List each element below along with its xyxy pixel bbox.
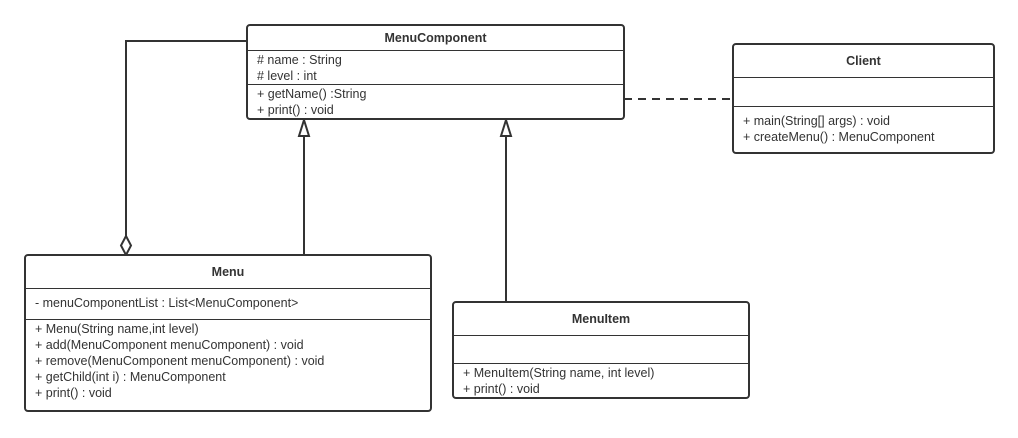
- methods-section: + MenuItem(String name, int level) + pri…: [454, 363, 748, 397]
- menu-generalization-arrow: [297, 116, 311, 137]
- class-name: Menu: [26, 256, 430, 289]
- attributes-section: [454, 336, 748, 363]
- attribute: - menuComponentList : List<MenuComponent…: [35, 296, 299, 310]
- class-name: Client: [734, 45, 993, 78]
- method: + createMenu() : MenuComponent: [743, 130, 935, 144]
- attribute: # level : int: [257, 69, 317, 83]
- methods-section: + getName() :String + print() : void: [248, 84, 623, 118]
- aggregation-line: [125, 40, 247, 236]
- method: + print() : void: [257, 103, 334, 117]
- aggregation-diamond: [119, 233, 133, 258]
- attributes-section: - menuComponentList : List<MenuComponent…: [26, 289, 430, 319]
- method: + add(MenuComponent menuComponent) : voi…: [35, 338, 304, 352]
- attributes-section: [734, 78, 993, 106]
- class-menu[interactable]: Menu - menuComponentList : List<MenuComp…: [24, 254, 432, 412]
- method: + print() : void: [35, 386, 112, 400]
- attribute: # name : String: [257, 53, 342, 67]
- method: + getChild(int i) : MenuComponent: [35, 370, 226, 384]
- class-menu-component[interactable]: MenuComponent # name : String # level : …: [246, 24, 625, 120]
- method: + remove(MenuComponent menuComponent) : …: [35, 354, 325, 368]
- method: + Menu(String name,int level): [35, 322, 199, 336]
- methods-section: + Menu(String name,int level) + add(Menu…: [26, 319, 430, 410]
- method: + MenuItem(String name, int level): [463, 366, 655, 380]
- method: + main(String[] args) : void: [743, 114, 890, 128]
- class-name: MenuComponent: [248, 26, 623, 51]
- class-menu-item[interactable]: MenuItem + MenuItem(String name, int lev…: [452, 301, 750, 399]
- method: + getName() :String: [257, 87, 367, 101]
- attributes-section: # name : String # level : int: [248, 51, 623, 84]
- methods-section: + main(String[] args) : void + createMen…: [734, 106, 993, 152]
- class-client[interactable]: Client + main(String[] args) : void + cr…: [732, 43, 995, 154]
- menuitem-generalization-arrow: [499, 116, 513, 137]
- class-name: MenuItem: [454, 303, 748, 336]
- method: + print() : void: [463, 382, 540, 396]
